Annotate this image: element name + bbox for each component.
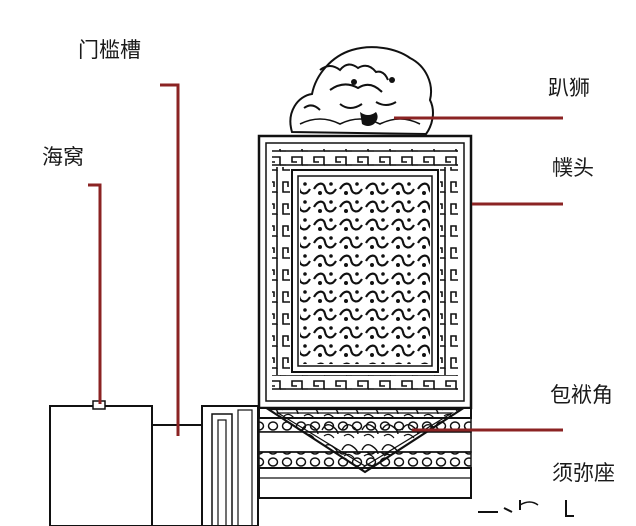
leader-menkancao — [160, 83, 180, 436]
dragon-carving — [300, 178, 430, 364]
label-pashi: 趴狮 — [548, 76, 590, 100]
label-baofujiao: 包袱角 — [550, 383, 613, 407]
label-xumizuo: 须弥座 — [552, 461, 615, 485]
threshold-slot-block — [151, 424, 203, 526]
label-putou: 幞头 — [552, 156, 594, 180]
label-menkancao: 门槛槽 — [78, 38, 141, 62]
fret-band-right — [440, 167, 458, 375]
leader-lines — [88, 83, 563, 436]
lion-figure — [289, 46, 434, 136]
label-haiwo: 海窝 — [42, 145, 84, 169]
baofujiao-triangle — [264, 407, 466, 474]
putou-block — [257, 134, 473, 410]
fret-band-bottom — [272, 375, 458, 393]
side-blocks — [49, 400, 259, 526]
xumizuo-base — [258, 407, 472, 499]
frame-block — [201, 405, 259, 526]
fret-band-top — [272, 149, 458, 167]
ground-marks — [478, 500, 574, 517]
leader-haiwo — [88, 183, 102, 404]
fret-band-left — [272, 167, 290, 375]
haiwo-block — [49, 405, 153, 526]
